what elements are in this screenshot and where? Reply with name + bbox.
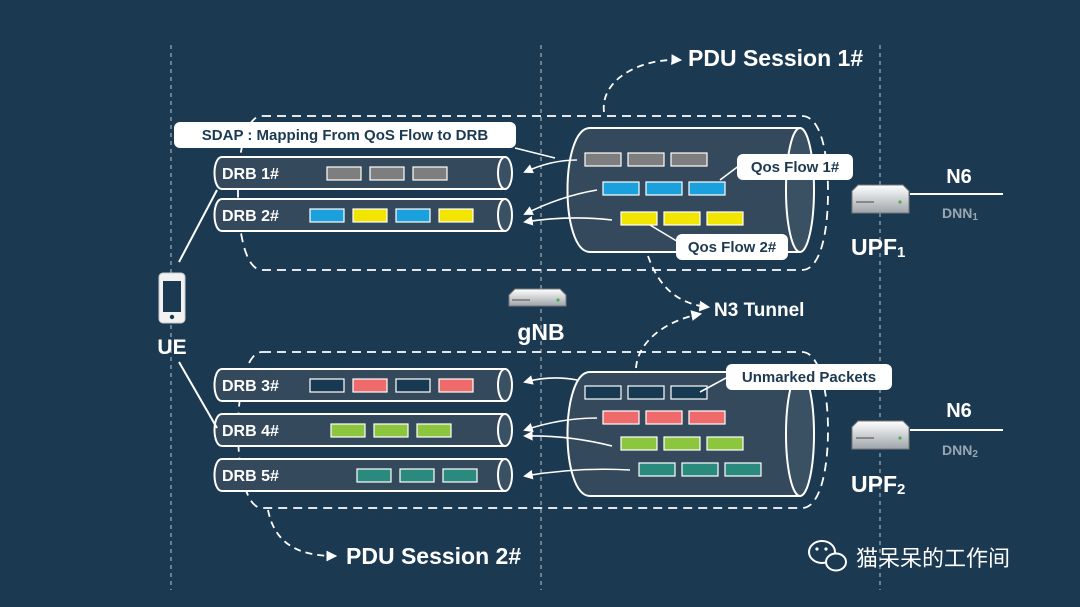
ue-link-top (178, 189, 218, 263)
packet (352, 208, 388, 223)
drb-pipe: DRB 5# (213, 458, 513, 492)
qos-flow-1-label: Qos Flow 1# (751, 159, 840, 176)
packet (645, 410, 683, 425)
packet (416, 423, 452, 438)
drb-label: DRB 1# (222, 166, 279, 183)
pdu-session-2-pointer (267, 509, 338, 562)
packet (688, 181, 726, 196)
ue-label: UE (157, 336, 186, 359)
packet (688, 410, 726, 425)
packet (438, 378, 474, 393)
upf1-label: UPF1 (851, 234, 905, 261)
packet (670, 385, 708, 400)
packet (602, 410, 640, 425)
qos-flow-1-pointer (719, 164, 741, 181)
n3-tunnel-label: N3 Tunnel (714, 300, 804, 321)
packet (620, 436, 658, 451)
drb-label: DRB 2# (222, 208, 279, 225)
packet (369, 166, 405, 181)
packet (645, 181, 683, 196)
n3-tunnel-pointer-bottom (635, 310, 703, 369)
packet (330, 423, 366, 438)
flow-arrow (523, 468, 631, 480)
server-icon (851, 420, 910, 450)
packet (627, 385, 665, 400)
pdu-session-1-pointer (603, 54, 683, 113)
tunnel-packets (584, 152, 762, 477)
qos-flow-2-callout: Qos Flow 2# (676, 234, 788, 260)
wechat-icon (808, 540, 847, 572)
packet (620, 211, 658, 226)
drb-pipe: DRB 1# (213, 156, 513, 190)
unmarked-packets-pointer (699, 377, 727, 393)
sdap-pointer (514, 147, 556, 159)
qos-flow-1-callout: Qos Flow 1# (737, 154, 853, 180)
flow-arrows (523, 159, 631, 480)
dnn1-label: DNN1 (942, 205, 978, 223)
drb-pipe: DRB 2# (213, 198, 513, 232)
packet (670, 152, 708, 167)
n3-tunnel-pointer-top (647, 255, 711, 312)
flow-arrow (523, 216, 613, 226)
packet (309, 378, 345, 393)
drb-pipe: DRB 3# (213, 368, 513, 402)
dnn2-label: DNN2 (942, 442, 978, 460)
packet (442, 468, 478, 483)
drb-label: DRB 4# (222, 423, 279, 440)
sdap-callout: SDAP : Mapping From QoS Flow to DRB (174, 122, 516, 148)
pdu-session-2-label: PDU Session 2# (346, 543, 521, 569)
n6-label-bottom: N6 (946, 400, 972, 422)
packet (602, 181, 640, 196)
server-icon (851, 184, 910, 214)
drb-pipe: DRB 4# (213, 413, 513, 447)
upf2-label: UPF2 (851, 471, 905, 498)
packet (395, 378, 431, 393)
watermark-text: 猫呆呆的工作间 (856, 547, 1010, 572)
drb-pipes: DRB 1# DRB 2# DRB 3# DRB 4# DRB 5# (213, 156, 513, 492)
drb-label: DRB 5# (222, 468, 279, 485)
flow-arrow (523, 375, 578, 385)
unmarked-packets-callout: Unmarked Packets (726, 364, 892, 390)
packet (663, 211, 701, 226)
packet (638, 462, 676, 477)
packet (706, 211, 744, 226)
n6-label-top: N6 (946, 166, 972, 188)
pdu-session-1-label: PDU Session 1# (688, 45, 863, 71)
qos-flow-2-pointer (649, 224, 681, 244)
ue-link-bottom (178, 361, 218, 429)
flow-arrow (523, 189, 598, 215)
packet (663, 436, 701, 451)
packet (724, 462, 762, 477)
flow-arrow (523, 417, 598, 433)
packet (584, 152, 622, 167)
qos-flow-2-label: Qos Flow 2# (688, 239, 777, 256)
phone-icon (158, 272, 186, 324)
gnb-label: gNB (517, 319, 564, 345)
packet (356, 468, 392, 483)
flow-arrow (523, 431, 613, 447)
packet (395, 208, 431, 223)
sdap-label: SDAP : Mapping From QoS Flow to DRB (202, 127, 489, 144)
packet (326, 166, 362, 181)
packet (309, 208, 345, 223)
packet (438, 208, 474, 223)
unmarked-packets-label: Unmarked Packets (742, 369, 876, 386)
server-icon (508, 288, 567, 307)
packet (627, 152, 665, 167)
drb-label: DRB 3# (222, 378, 279, 395)
packet (412, 166, 448, 181)
packet (352, 378, 388, 393)
packet (706, 436, 744, 451)
packet (584, 385, 622, 400)
packet (399, 468, 435, 483)
flow-arrow (523, 159, 578, 174)
packet (373, 423, 409, 438)
packet (681, 462, 719, 477)
